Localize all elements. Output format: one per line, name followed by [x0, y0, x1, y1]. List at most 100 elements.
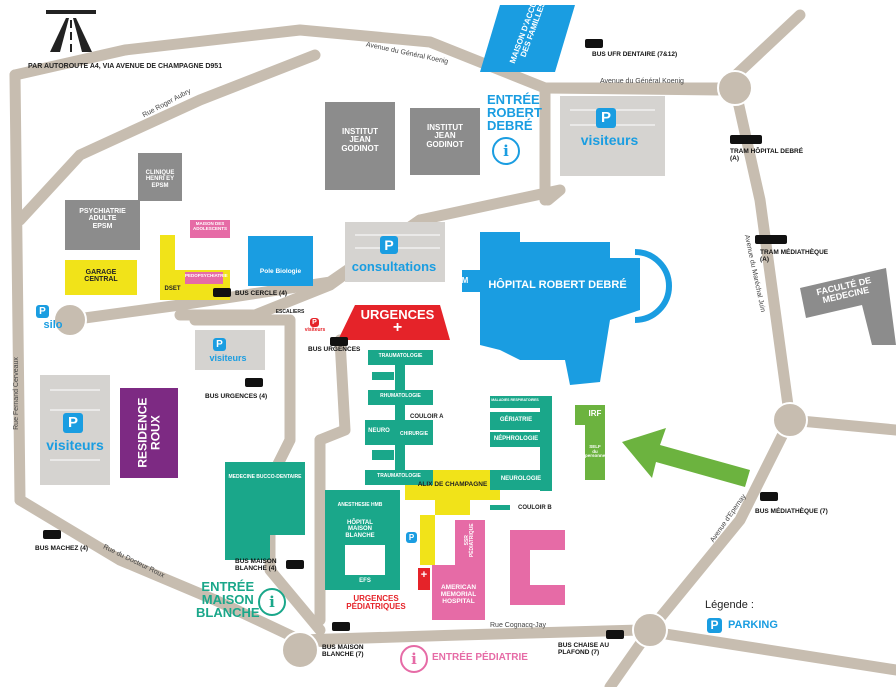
- teal-right-spine: [540, 396, 552, 491]
- label-institut-2: INSTITUT JEAN GODINOT: [426, 123, 464, 149]
- parking-badge-visiteurs-small: P: [310, 318, 319, 327]
- building-irf: [575, 405, 605, 480]
- label-pole-bio: Pole Biologie: [259, 268, 302, 275]
- road-cognacq-jay: [294, 624, 646, 646]
- label-geriatrie: GÉRIATRIE: [499, 417, 533, 423]
- label-couloir-b: COULOIR B: [518, 505, 552, 511]
- label-bucco: MEDECINE BUCCO-DENTAIRE: [228, 474, 302, 480]
- parking-label-silo: silo: [43, 319, 63, 331]
- roundabout-koenig: [717, 70, 753, 106]
- stop-tram-debre: TRAM HÔPITAL DEBRÉ (A): [730, 148, 804, 163]
- parking-label-visiteurs-mid: visiteurs: [209, 353, 247, 363]
- roundabout-cognacq: [632, 612, 668, 648]
- stop-bus-ufr: BUS UFR DENTAIRE (7&12): [592, 51, 678, 58]
- building-maison-accueil: [480, 5, 575, 72]
- urgences-cross-icon: +: [392, 319, 403, 336]
- building-institut-1: [325, 102, 395, 190]
- tram-icon: [730, 135, 762, 144]
- building-clinique: [138, 153, 182, 201]
- road-inner-left: [189, 314, 326, 636]
- parking-lot-visiteurs-mid: [195, 330, 265, 370]
- bus-icon: [213, 288, 231, 297]
- stop-bus-mediatheque: BUS MÉDIATHÈQUE (7): [755, 508, 828, 515]
- entree-maison-blanche: ENTRÉE MAISON BLANCHE: [196, 579, 260, 620]
- teal-efs: [345, 545, 385, 575]
- parking-label-visiteurs-left: visiteurs: [46, 437, 104, 453]
- info-robert-debre-icon: i: [492, 137, 520, 165]
- road-left-vertical: [9, 69, 26, 506]
- label-traumato2: TRAUMATOLOGIE: [377, 473, 421, 479]
- building-alix-stem: [420, 515, 435, 565]
- building-psychiatrie: [65, 200, 140, 250]
- parking-badge-silo: P: [36, 305, 49, 318]
- tram-icon: [755, 235, 787, 244]
- label-pedopsy: PEDOPSYCHIATRIE: [185, 273, 228, 278]
- building-urgences: [338, 305, 450, 340]
- teal-neuro: [365, 420, 433, 445]
- bus-icon: [43, 530, 61, 539]
- teal-traumato2: [365, 470, 433, 485]
- teal-neurologie: [490, 470, 552, 490]
- label-irf: IRF: [588, 409, 602, 418]
- stop-bus-chaise: BUS CHAISE AU PLAFOND (7): [558, 642, 610, 657]
- street-cognacq-jay: Rue Cognacq-Jay: [490, 622, 547, 629]
- bus-icon: [286, 560, 304, 569]
- teal-complex: [225, 350, 552, 590]
- parking-label-visiteurs-small: visiteurs: [304, 327, 326, 333]
- street-fernand-cerveaux: Rue Fernand Cerveaux: [12, 357, 20, 430]
- building-garage: [65, 260, 137, 295]
- road-roger-aubry: [14, 49, 321, 226]
- parking-badge-hmb: P: [406, 532, 417, 543]
- teal-left-stub: [372, 372, 394, 380]
- building-pink-right: [510, 530, 565, 605]
- stop-bus-machez: BUS MACHEZ (4): [35, 545, 89, 552]
- teal-resp: [490, 396, 552, 408]
- teal-nephro: [490, 432, 542, 447]
- building-hopital-arc: [634, 249, 672, 323]
- building-irm: [462, 270, 480, 292]
- label-psychiatrie: PSYCHIATRIE ADULTE EPSM: [79, 208, 126, 230]
- legend-parking-badge: P: [707, 618, 722, 633]
- entree-pediatrie: ENTRÉE PÉDIATRIE: [432, 652, 528, 663]
- label-neuro: NEURO: [368, 428, 390, 434]
- legend-parking-label: PARKING: [728, 619, 778, 631]
- amh-cross-icon: +: [420, 569, 428, 581]
- teal-geriatrie: [490, 412, 542, 430]
- bus-icon: [760, 492, 778, 501]
- stop-bus-mb4: BUS MAISON BLANCHE (4): [235, 558, 277, 573]
- building-amh: [432, 565, 485, 620]
- parking-badge-visiteurs-top: P: [596, 108, 616, 128]
- motorway-icon: [46, 10, 96, 52]
- label-hopital-rd: HÔPITAL ROBERT DEBRÉ: [488, 279, 627, 291]
- teal-left-stub2: [372, 450, 394, 460]
- label-amh: AMERICAN MEMORIAL HOSPITAL: [440, 584, 477, 605]
- stop-tram-mediatheque: TRAM MÉDIATHÈQUE (A): [760, 249, 829, 264]
- label-ssr: SSR PÉDIATRIQUE: [463, 523, 475, 558]
- label-rhumato: RHUMATOLOGIE: [380, 393, 421, 399]
- label-residence: RESIDENCE ROUX: [135, 397, 162, 468]
- label-anesthesie: ANESTHESIE HMB: [337, 502, 383, 508]
- legend-title: Légende :: [705, 599, 754, 611]
- bus-icon: [585, 39, 603, 48]
- road-loop-right: [634, 624, 896, 676]
- street-koenig-right: Avenue du Général Koenig: [600, 78, 684, 85]
- teal-bucco: [225, 462, 305, 560]
- parking-label-visiteurs-top: visiteurs: [580, 132, 639, 148]
- stop-bus-mb7: BUS MAISON BLANCHE (7): [322, 644, 364, 659]
- label-maison-adolescents: MAISON DES ADOLESCENTS: [192, 221, 227, 231]
- building-ssr: [455, 520, 485, 565]
- building-maison-adolescents: [190, 220, 230, 238]
- bus-icon: [245, 378, 263, 387]
- label-urgences-ped: URGENCES PÉDIATRIQUES: [346, 594, 406, 612]
- parking-badge-visiteurs-left: P: [63, 413, 83, 433]
- label-garage: GARAGE CENTRAL: [84, 269, 118, 284]
- bus-icon: [330, 337, 348, 346]
- road-to-pediatrie: [314, 334, 351, 446]
- label-self: SELF du personnel: [585, 444, 607, 459]
- label-maladies-resp: MALADIES RESPIRATOIRES: [491, 398, 539, 402]
- label-urgences: URGENCES: [360, 307, 435, 322]
- label-chirurgie: CHIRURGIE: [399, 431, 429, 437]
- label-clinique: CLINIQUE HENRI EY EPSM: [145, 170, 175, 189]
- label-alix: ALIX DE CHAMPAGNE: [417, 481, 488, 488]
